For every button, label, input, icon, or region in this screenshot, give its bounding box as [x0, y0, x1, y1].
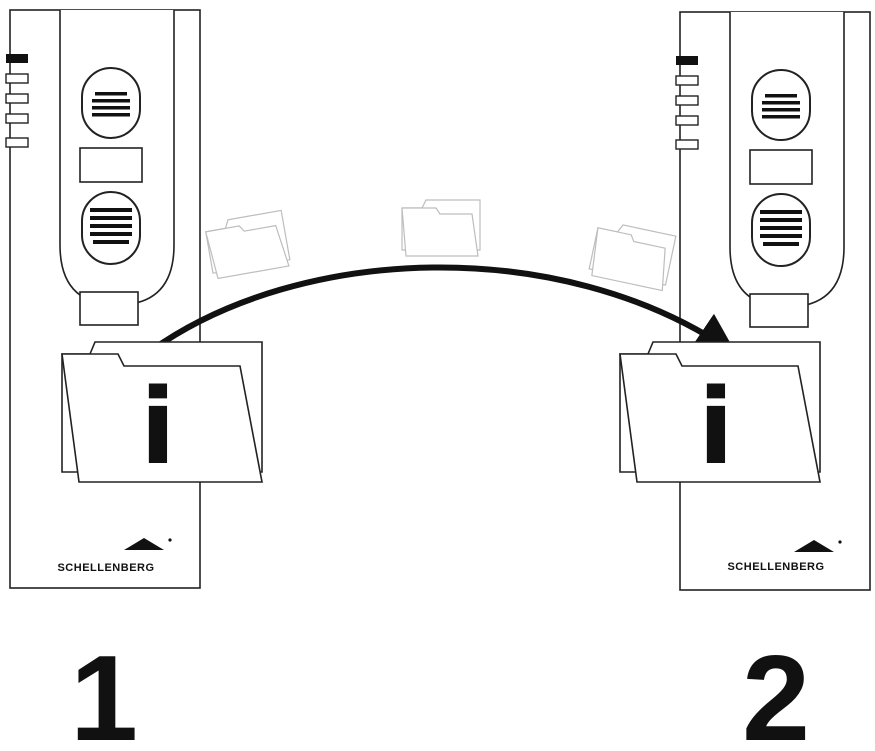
ghost-folder-icon-right [587, 219, 677, 292]
info-symbol-source: i [140, 366, 176, 488]
ghost-folder-icon-center [401, 199, 481, 257]
brand-logo-source: SCHELLENBERG [57, 562, 154, 574]
remote-control-source [5, 9, 201, 589]
transfer-arrow-icon [149, 264, 737, 355]
info-symbol-target: i [698, 366, 734, 488]
ghost-folder-icon-left [203, 209, 292, 280]
remote-control-target [675, 11, 871, 591]
brand-logo-target: SCHELLENBERG [727, 561, 824, 573]
step-number-2: 2 [742, 630, 810, 751]
step-number-1: 1 [70, 630, 138, 751]
